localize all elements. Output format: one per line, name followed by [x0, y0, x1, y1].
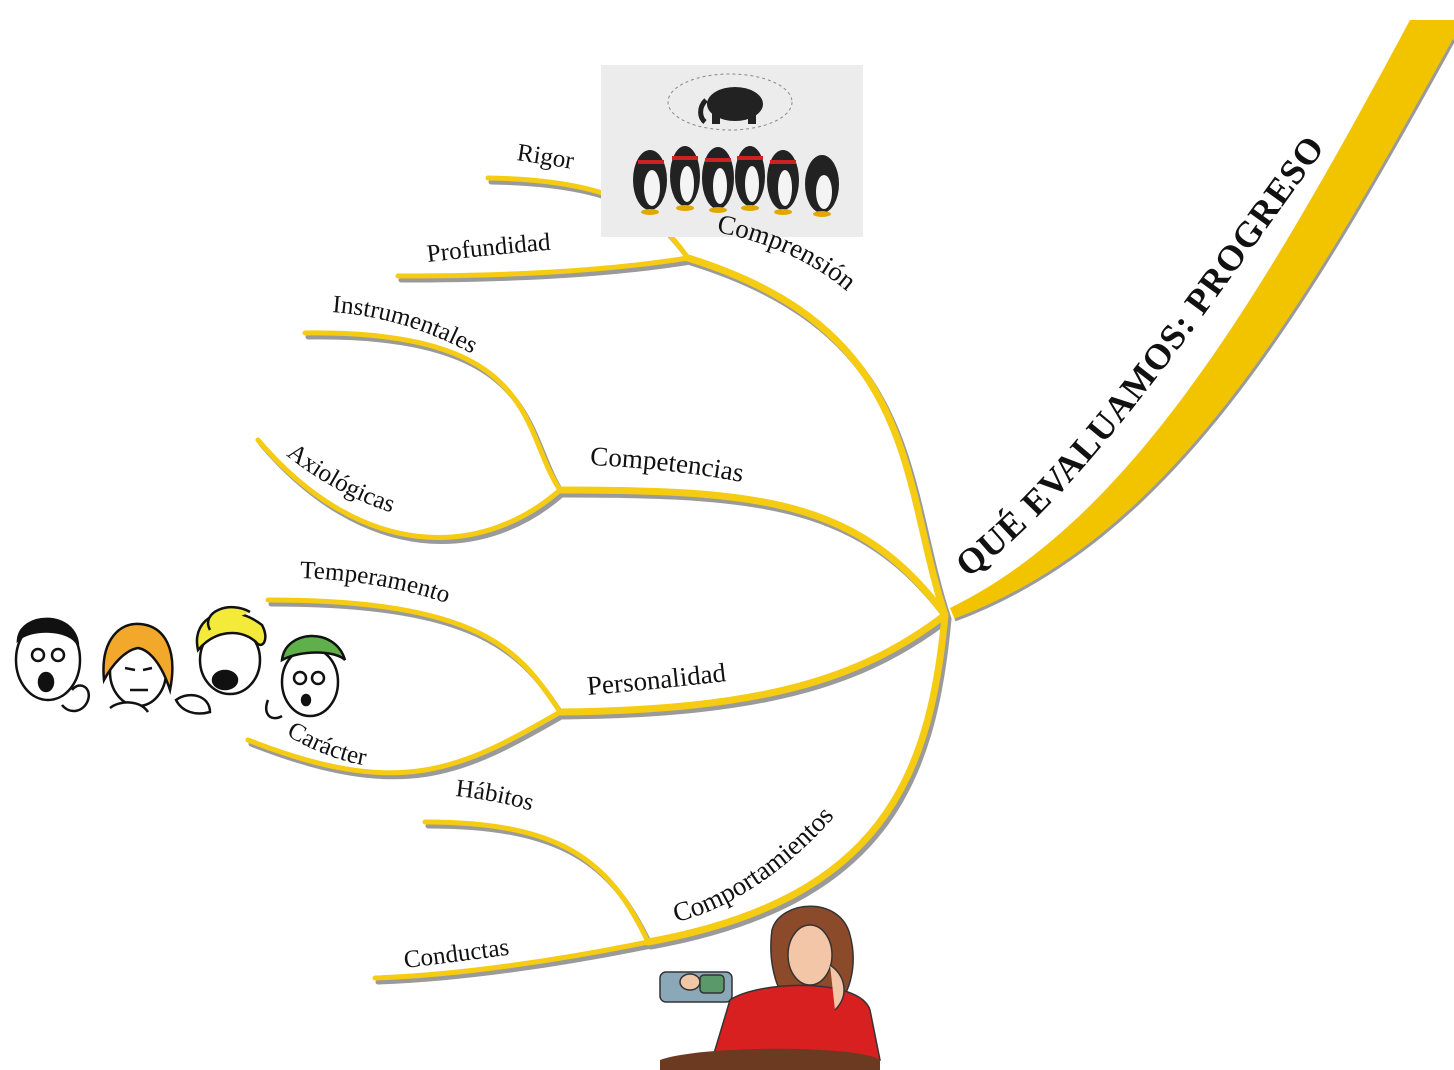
branch-comprension: [684, 254, 949, 619]
label-instrumentales: Instrumentales: [332, 291, 482, 359]
label-axiologicas: Axiológicas: [282, 438, 398, 518]
branch-personalidad: [556, 611, 949, 716]
pensive-woman-illustration: [659, 905, 881, 1070]
branch-habitos: [422, 819, 651, 945]
label-personalidad: Personalidad: [586, 657, 728, 701]
label-habitos: Hábitos: [454, 775, 537, 816]
branch-axiologicas: [255, 437, 563, 540]
main-title: QUÉ EVALUAMOS: PROGRESO: [948, 128, 1332, 585]
main-trunk: [950, 20, 1454, 620]
branch-temperamento: [265, 597, 563, 715]
branch-instrumentales: [302, 330, 563, 493]
main-trunk-shadow: [954, 39, 1454, 622]
branch-competencias: [556, 486, 949, 619]
label-profundidad: Profundidad: [425, 229, 551, 268]
branch-caracter: [245, 709, 563, 776]
branch-comportamientos: [644, 611, 949, 946]
penguins-elephant-illustration: [601, 65, 863, 237]
label-rigor: Rigor: [515, 139, 576, 175]
branch-conductas: [372, 939, 651, 981]
branches: [245, 175, 949, 981]
label-competencias: Competencias: [590, 441, 747, 488]
children-faces-illustration: [14, 606, 347, 720]
branch-profundidad: [395, 255, 691, 279]
